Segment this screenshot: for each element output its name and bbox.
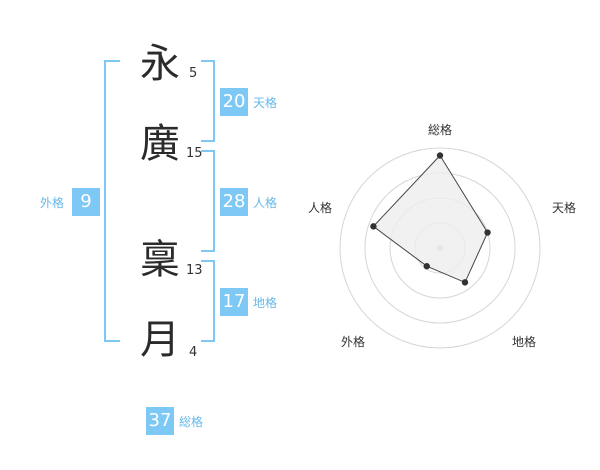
gaikaku-label: 外格 xyxy=(40,196,65,210)
radar-ring xyxy=(339,147,541,349)
radar-point-0 xyxy=(436,152,444,159)
radar-series-polygon xyxy=(372,154,489,284)
stroke-count-3: 13 xyxy=(186,263,203,278)
radar-point-3 xyxy=(423,263,430,270)
radar-axis-label-chikaku: 地格 xyxy=(512,335,537,349)
radar-axis-label-jinkaku: 人格 xyxy=(308,201,333,215)
jinkaku-label: 人格 xyxy=(253,196,278,210)
chikaku-value: 17 xyxy=(220,288,248,316)
soukaku-label: 総格 xyxy=(179,415,204,429)
tenkaku-value: 20 xyxy=(220,88,248,116)
radar-axis-label-tenkaku: 天格 xyxy=(552,201,577,215)
stroke-count-2: 15 xyxy=(186,146,203,161)
radar-axis-label-soukaku: 総格 xyxy=(428,123,453,137)
gaikaku-value: 9 xyxy=(72,188,100,216)
chikaku-bracket xyxy=(201,260,215,342)
stroke-count-4: 4 xyxy=(189,345,198,360)
radar-point-1 xyxy=(484,229,491,236)
soukaku-value: 37 xyxy=(146,407,174,435)
gaikaku-bracket xyxy=(104,60,120,342)
stroke-count-1: 5 xyxy=(189,66,198,81)
tenkaku-label: 天格 xyxy=(253,96,278,110)
chikaku-label: 地格 xyxy=(253,296,278,310)
name-char-1: 永 xyxy=(140,41,180,87)
name-char-3: 稟 xyxy=(140,237,180,283)
jinkaku-bracket xyxy=(201,150,215,252)
name-char-4: 月 xyxy=(140,317,180,363)
radar-point-2 xyxy=(461,279,469,286)
name-char-2: 廣 xyxy=(140,121,180,167)
radar-point-4 xyxy=(370,223,377,230)
radar-axis-label-gaikaku: 外格 xyxy=(341,335,366,349)
tenkaku-bracket xyxy=(201,60,215,142)
jinkaku-value: 28 xyxy=(220,188,248,216)
